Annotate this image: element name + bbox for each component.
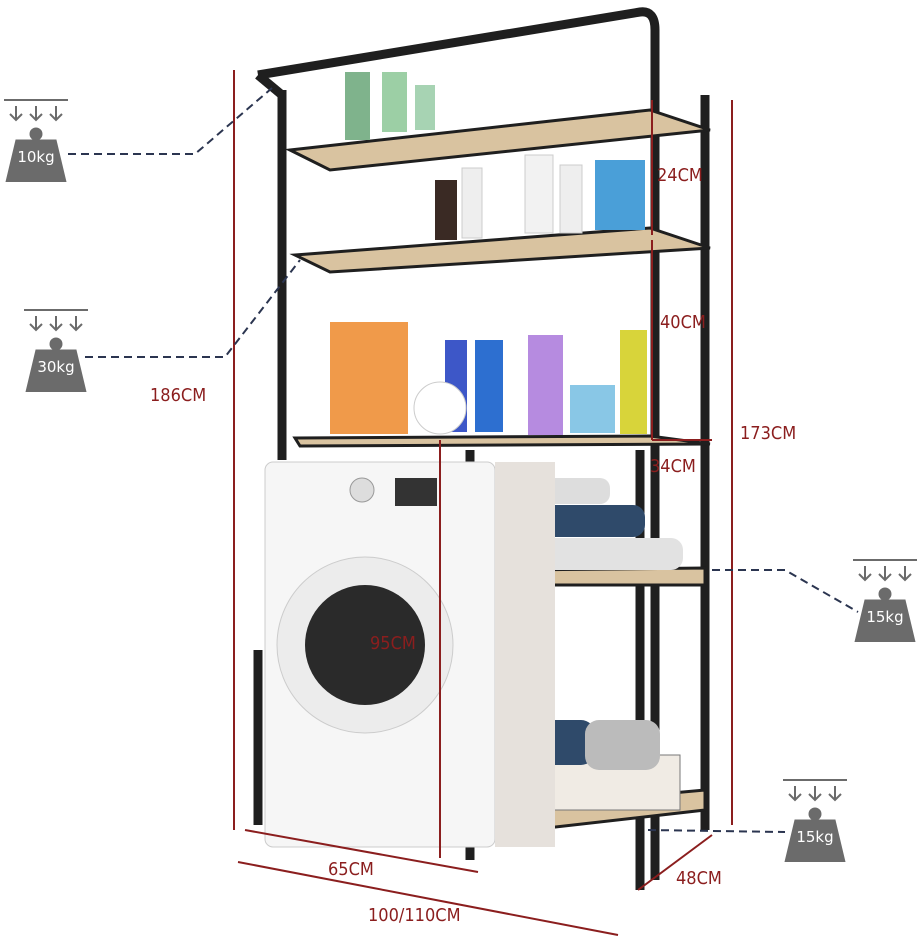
depth-label: 48CM	[676, 868, 722, 889]
machine-clearance-label: 95CM	[370, 633, 416, 654]
weight-label: 15kg	[796, 828, 834, 846]
washing-machine	[264, 461, 555, 848]
weight-icon-30kg: 30kg	[24, 308, 88, 392]
leader-lines	[68, 87, 859, 833]
middle-gap-label: 40CM	[660, 312, 706, 333]
weight-label: 10kg	[17, 148, 55, 166]
top-gap-label: 24CM	[657, 165, 703, 186]
total-height-label: 186CM	[150, 385, 207, 406]
shelf-items	[330, 72, 683, 811]
shelf-depth-label: 34CM	[650, 456, 696, 477]
machine-width-label: 65CM	[328, 859, 374, 880]
weight-icon-15kg-bottom: 15kg	[783, 778, 847, 862]
total-width-label: 100/110CM	[368, 905, 461, 926]
weight-label: 30kg	[37, 358, 75, 376]
weight-icon-15kg-side: 15kg	[853, 558, 917, 642]
dimension-lines	[233, 70, 733, 936]
shelf-height-label: 173CM	[740, 423, 797, 444]
weight-icon-10kg: 10kg	[4, 98, 68, 182]
weight-label: 15kg	[866, 608, 904, 626]
